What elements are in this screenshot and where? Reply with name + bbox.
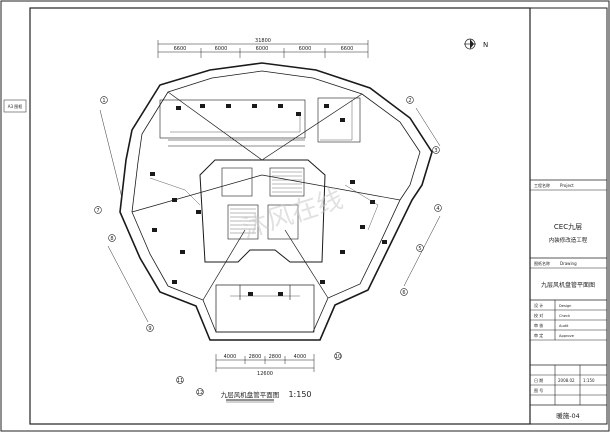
axis-11: 11 <box>177 378 183 384</box>
drawing-name: 九层风机盘管平面图 <box>541 281 595 289</box>
bottom-total-dimension: 12600 <box>257 371 273 377</box>
check-en: Check <box>559 314 571 318</box>
drawing-en-label: Drawing <box>560 261 577 266</box>
sheet-label: 图 号 <box>534 387 543 393</box>
north-arrow <box>464 38 476 50</box>
title-block: 工程名称 Project CEC九层 内装修改造工程 图纸名称 Drawing … <box>529 7 608 425</box>
drawing-scale: 1:150 <box>288 390 311 399</box>
stair-hatching <box>230 171 302 234</box>
audit-label: 审 核 <box>534 322 543 328</box>
binding-tag <box>3 99 27 113</box>
axis-1: 1 <box>102 98 105 104</box>
fan-coil-units <box>150 104 387 296</box>
binding-tag-label: A3 图框 <box>8 103 23 109</box>
audit-en: Audit <box>559 324 569 328</box>
design-en: Design <box>559 304 571 308</box>
top-dimension-chain <box>157 40 369 58</box>
bottom-dimension-3: 2800 <box>269 354 282 360</box>
axis-4: 4 <box>436 206 439 212</box>
axis-5: 5 <box>418 246 421 252</box>
drawing-number: 暖施-04 <box>556 411 580 420</box>
top-dimension-2: 6000 <box>215 46 228 52</box>
top-total-dimension: 31800 <box>255 38 271 44</box>
north-label: N <box>483 41 488 49</box>
axis-7: 7 <box>96 208 99 214</box>
axis-10: 10 <box>335 354 341 360</box>
axis-3: 3 <box>434 148 437 154</box>
axis-bubbles <box>94 96 442 396</box>
date-value: 2008.02 <box>558 378 575 383</box>
check-label: 校 对 <box>534 312 543 318</box>
drawing-label: 图纸名称 <box>534 260 550 266</box>
building-outline <box>119 62 433 341</box>
bottom-dimension-chain <box>215 354 315 372</box>
bottom-dimension-1: 4000 <box>224 354 237 360</box>
top-dimension-1: 6600 <box>174 46 187 52</box>
drawing-caption: 九层风机盘管平面图 <box>221 390 280 399</box>
project-en-label: Project <box>560 183 574 188</box>
date-label: 日 期 <box>534 377 543 383</box>
design-label: 设 计 <box>534 302 543 308</box>
axis-12: 12 <box>197 390 203 396</box>
watermark: 沐风在线 <box>238 184 346 245</box>
top-dimension-4: 6000 <box>299 46 312 52</box>
approve-label: 审 定 <box>534 332 543 338</box>
top-dimension-3: 6000 <box>256 46 269 52</box>
top-dimension-5: 6600 <box>341 46 354 52</box>
approve-en: Approve <box>559 334 575 338</box>
bottom-dimension-4: 4000 <box>294 354 307 360</box>
piping-runs <box>149 100 379 297</box>
project-name-line1: CEC九层 <box>554 222 582 231</box>
axis-2: 2 <box>408 98 411 104</box>
scale-value: 1:150 <box>583 378 595 383</box>
side-dimension-lines <box>99 107 441 323</box>
axis-6: 6 <box>402 290 405 296</box>
project-label: 工程名称 <box>534 182 550 188</box>
bottom-dimension-2: 2800 <box>249 354 262 360</box>
axis-9: 9 <box>148 326 151 332</box>
axis-8: 8 <box>110 236 113 242</box>
project-name-line2: 内装修改造工程 <box>549 236 588 244</box>
